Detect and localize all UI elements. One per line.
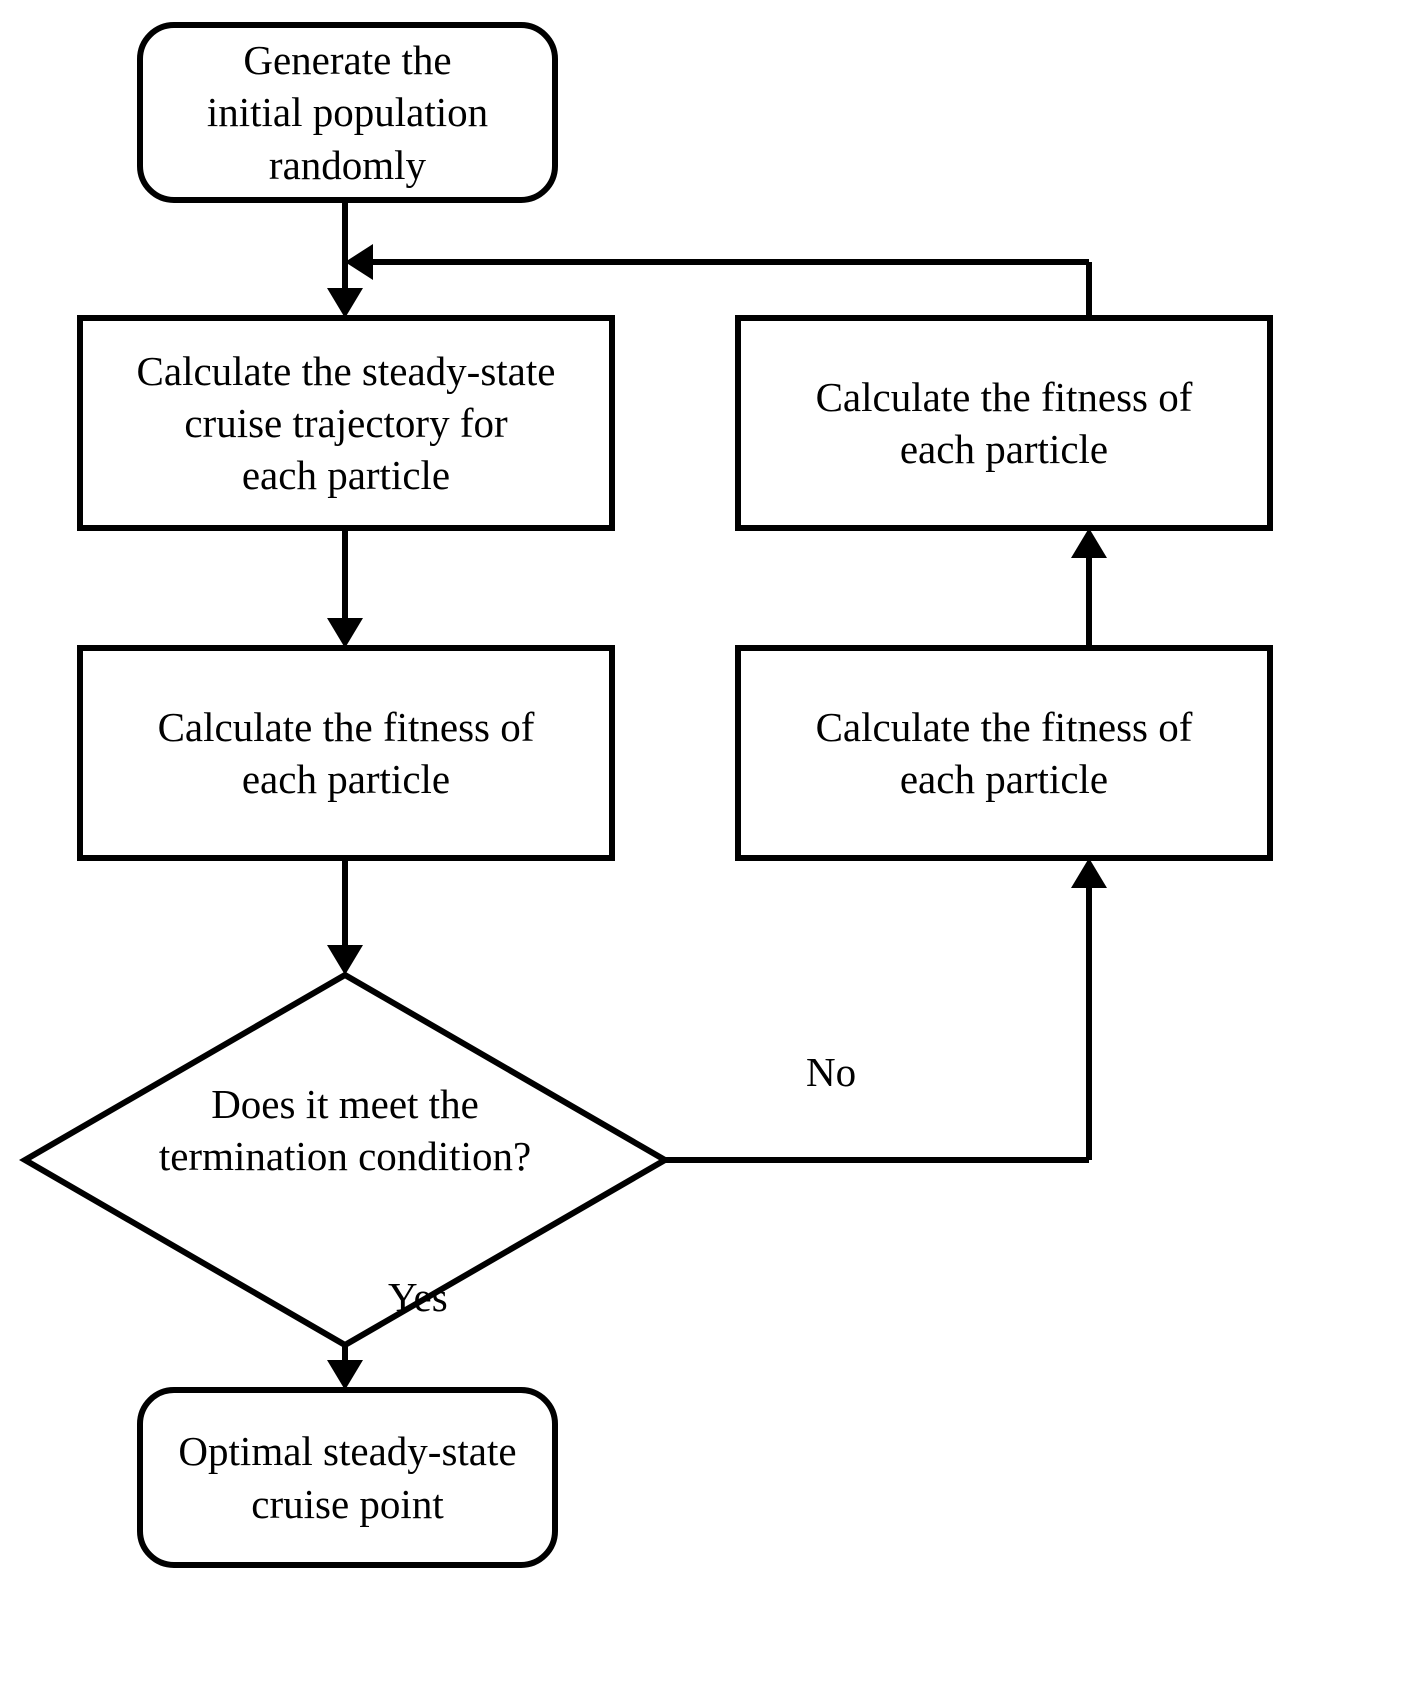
node-calc-trajectory-shape — [77, 315, 615, 531]
arrowhead-no-into-right-bottom — [1071, 858, 1107, 888]
arrowhead-yes-to-end — [327, 1360, 363, 1390]
arrowhead-fitness-left-to-decision — [327, 945, 363, 975]
node-termination-decision-shape — [19, 971, 671, 1349]
arrowhead-start-to-trajectory — [327, 288, 363, 318]
edge-label-no: No — [806, 1049, 857, 1095]
edge-label-yes: Yes — [388, 1274, 448, 1320]
arrowhead-trajectory-to-fitness-left — [327, 618, 363, 648]
node-calc-fitness-right-top-shape — [735, 315, 1273, 531]
arrowhead-right-bottom-to-right-top — [1071, 528, 1107, 558]
node-calc-fitness-right-bottom-shape — [735, 645, 1273, 861]
node-end-shape — [137, 1387, 558, 1568]
node-calc-fitness-left-shape — [77, 645, 615, 861]
arrowhead-feedback-into-spine — [345, 244, 373, 280]
node-start-shape — [137, 22, 558, 203]
